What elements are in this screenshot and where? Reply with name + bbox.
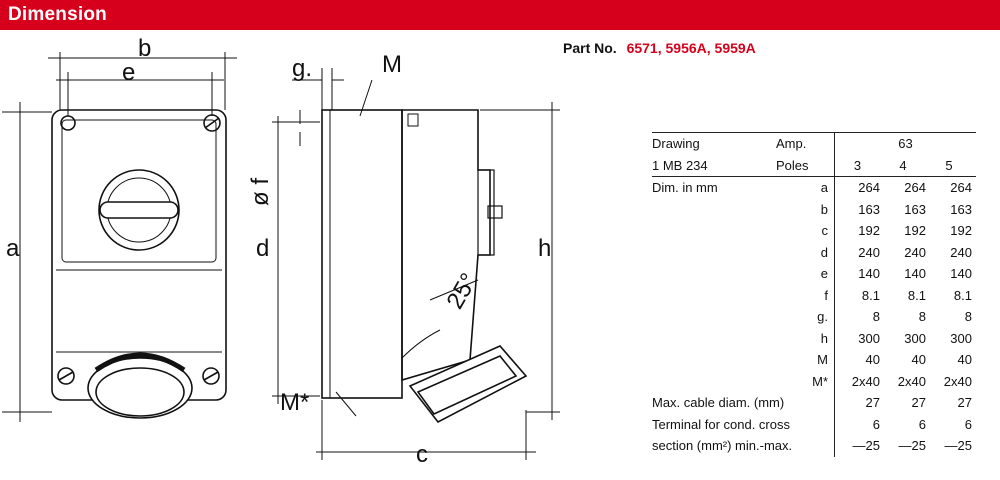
dim-label-phi-f: ø f xyxy=(247,178,274,206)
row-value: 8.1 xyxy=(953,287,972,303)
table-row: h 300 300 300 xyxy=(652,327,976,349)
table-row: f 8.1 8.1 8.1 xyxy=(652,284,976,306)
row-value: 192 xyxy=(904,223,926,238)
part-number-row: Part No. 6571, 5956A, 5959A xyxy=(563,40,756,56)
drawing-id: 1 MB 234 xyxy=(652,154,776,177)
row-value: 140 xyxy=(950,266,972,281)
row-value: 8 xyxy=(964,309,972,324)
row-key: c xyxy=(776,220,835,242)
table-row: M* 2x40 2x40 2x40 xyxy=(652,370,976,392)
dim-label-g: g. xyxy=(292,55,312,82)
table-row: Max. cable diam. (mm) 27 27 27 xyxy=(652,392,976,414)
pole-count: 5 xyxy=(926,154,976,177)
row-value: 300 xyxy=(904,330,926,346)
poles-label: Poles xyxy=(776,154,835,177)
row-key: g. xyxy=(776,306,835,328)
row-value: 300 xyxy=(858,330,880,346)
row-value: 6 xyxy=(918,416,926,432)
row-value: 27 xyxy=(911,395,926,410)
table-row: Dim. in mm a 264 264 264 xyxy=(652,176,976,199)
row-value: 240 xyxy=(950,244,972,260)
dimension-drawing: b e a g. M ø f d h 25° M* c xyxy=(2,35,560,468)
row-key: b xyxy=(776,198,835,220)
terminal-label-2: section (mm²) min.-max. xyxy=(652,435,835,457)
amp-value: 63 xyxy=(834,132,976,155)
row-key: a xyxy=(776,176,835,199)
table-row: g. 8 8 8 xyxy=(652,306,976,328)
dim-label-m-star: M* xyxy=(280,389,309,416)
row-key: M* xyxy=(776,370,835,392)
row-value: 8 xyxy=(872,309,880,324)
row-value: 6 xyxy=(872,416,880,432)
table-row: section (mm²) min.-max. —25 —25 —25 xyxy=(652,435,976,457)
pole-count: 4 xyxy=(880,154,926,177)
dim-unit-label: Dim. in mm xyxy=(652,180,718,195)
spec-table: Drawing Amp. 63 1 MB 234 Poles 3 4 5 Dim… xyxy=(652,132,976,457)
row-value: 240 xyxy=(858,244,880,260)
drawing-label: Drawing xyxy=(652,132,776,155)
table-row: e 140 140 140 xyxy=(652,263,976,285)
dim-label-c: c xyxy=(416,441,428,468)
section-title: Dimension xyxy=(8,4,107,25)
row-value: 163 xyxy=(904,201,926,217)
row-value: 8 xyxy=(918,309,926,324)
dim-label-e: e xyxy=(122,59,135,86)
table-row: c 192 192 192 xyxy=(652,220,976,242)
table-row: b 163 163 163 xyxy=(652,198,976,220)
row-value: 163 xyxy=(950,201,972,217)
dim-label-m: M xyxy=(382,51,402,78)
row-value: 140 xyxy=(858,266,880,281)
row-key: e xyxy=(776,263,835,285)
row-value: —25 xyxy=(944,438,972,453)
row-key: f xyxy=(776,284,835,306)
row-value: 192 xyxy=(858,223,880,238)
dim-label-h: h xyxy=(538,235,551,262)
row-value: 40 xyxy=(865,352,880,367)
row-value: 192 xyxy=(950,223,972,238)
part-number-label: Part No. xyxy=(563,40,617,56)
table-row: Terminal for cond. cross 6 6 6 xyxy=(652,413,976,435)
row-key: d xyxy=(776,241,835,263)
row-value: 6 xyxy=(964,416,972,432)
row-key: h xyxy=(776,327,835,349)
row-value: 2x40 xyxy=(851,373,880,389)
max-cable-label: Max. cable diam. (mm) xyxy=(652,392,835,414)
row-value: 140 xyxy=(904,266,926,281)
dim-label-a: a xyxy=(6,235,20,262)
header-bar: Dimension xyxy=(0,0,1000,30)
row-value: 240 xyxy=(904,244,926,260)
table-row: d 240 240 240 xyxy=(652,241,976,263)
amp-label: Amp. xyxy=(776,132,835,155)
row-value: 264 xyxy=(904,180,926,195)
row-value: 40 xyxy=(957,352,972,367)
row-value: 40 xyxy=(911,352,926,367)
row-value: 27 xyxy=(865,395,880,410)
row-value: 264 xyxy=(950,180,972,195)
row-value: 300 xyxy=(950,330,972,346)
row-value: 27 xyxy=(957,395,972,410)
terminal-label-1: Terminal for cond. cross xyxy=(652,413,835,435)
dim-label-d: d xyxy=(256,235,269,262)
row-value: 264 xyxy=(858,180,880,195)
row-value: —25 xyxy=(852,438,880,453)
dim-label-b: b xyxy=(138,35,151,62)
row-value: 8.1 xyxy=(861,287,880,303)
table-row: M 40 40 40 xyxy=(652,349,976,371)
pole-count: 3 xyxy=(834,154,880,177)
row-value: 2x40 xyxy=(897,373,926,389)
row-value: —25 xyxy=(898,438,926,453)
row-value: 163 xyxy=(858,201,880,217)
row-value: 8.1 xyxy=(907,287,926,303)
row-value: 2x40 xyxy=(943,373,972,389)
row-key: M xyxy=(776,349,835,371)
part-number-values: 6571, 5956A, 5959A xyxy=(626,40,756,56)
